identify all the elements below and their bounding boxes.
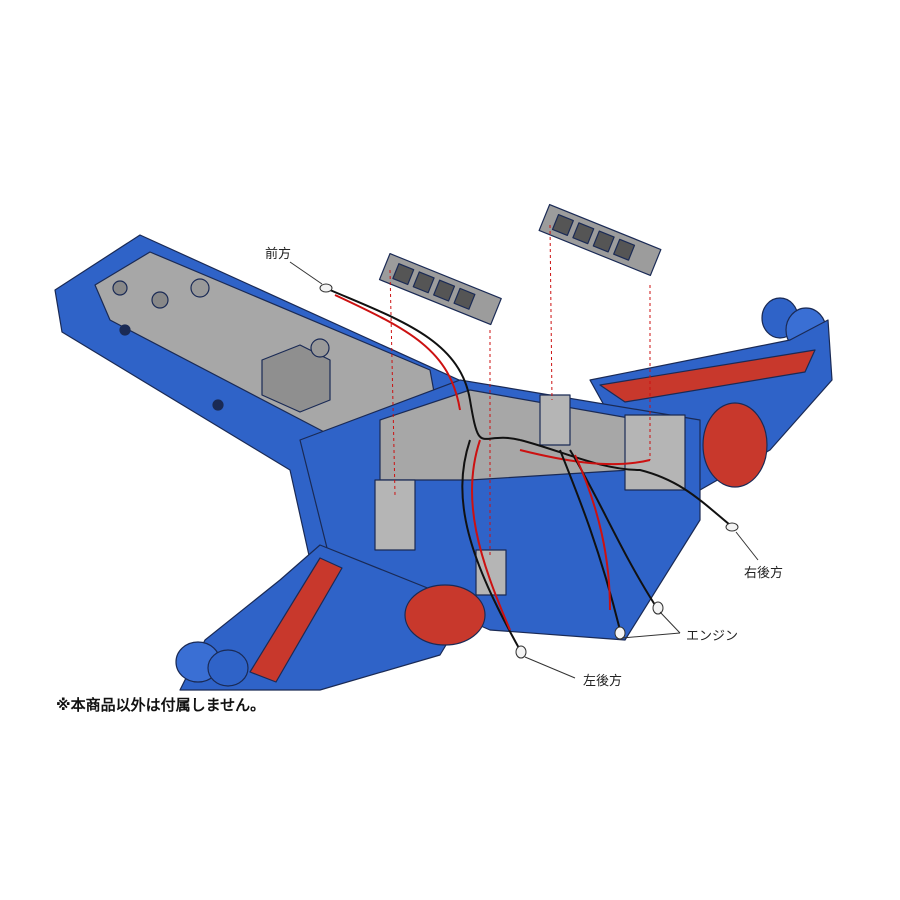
right-wing-red-edge (599, 349, 816, 403)
clip-part-right (538, 203, 662, 277)
socket-left-rear (475, 549, 507, 596)
assembly-guide-lines (389, 224, 651, 555)
socket-center (539, 394, 571, 446)
disclaimer-note: ※本商品以外は付属しません。 (56, 696, 266, 714)
socket-left-front (374, 479, 416, 551)
clip-part-left (378, 253, 502, 326)
label-leader-lines (289, 261, 759, 679)
led-bulbs (319, 283, 739, 659)
label-front: 前方 (265, 247, 292, 262)
label-engine: エンジン (686, 629, 739, 644)
label-rear-right: 右後方 (744, 566, 784, 581)
interior-block (261, 344, 331, 413)
label-rear-left: 左後方 (583, 674, 623, 689)
socket-right (624, 414, 686, 491)
left-wing-red-fin (404, 584, 486, 646)
led-wires (329, 289, 731, 651)
left-wing-red-edge (249, 557, 343, 683)
right-wing-red-fin (702, 402, 768, 488)
left-engine-nozzle (175, 641, 249, 687)
